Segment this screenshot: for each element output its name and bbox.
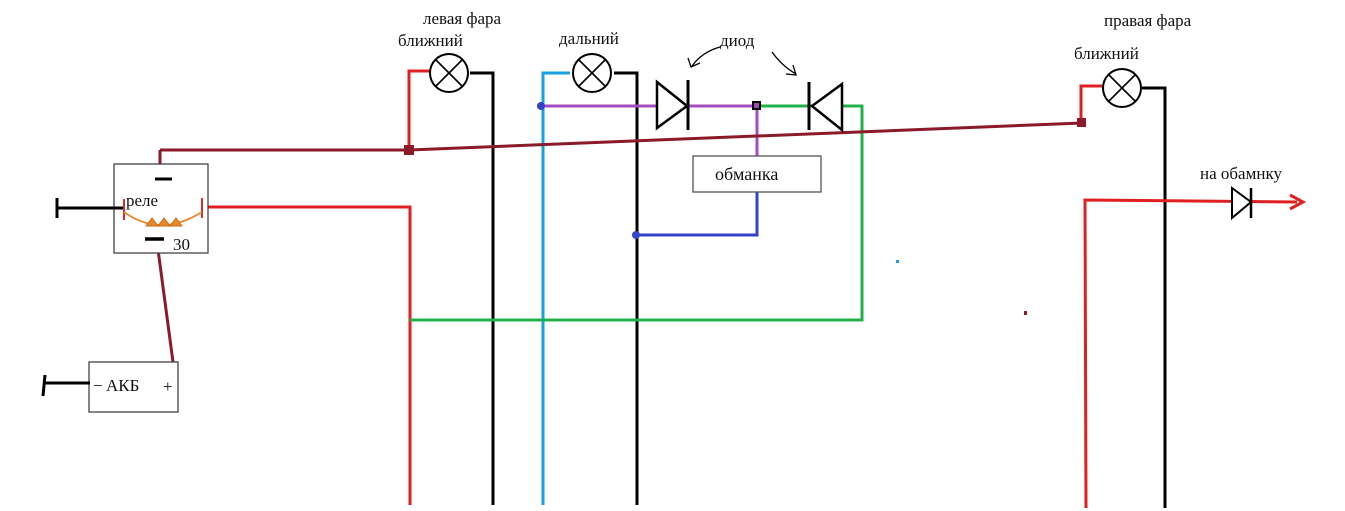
wire-decoy-to-high-beam (636, 192, 759, 237)
wire-relay-output (202, 205, 412, 505)
wire-left-low-beam-ground (470, 71, 495, 505)
label-battery-minus: − (93, 376, 103, 395)
wire-relay-to-battery (155, 241, 175, 363)
wire-left-high-beam-feed (541, 71, 570, 505)
label-decoy-box: обманка (715, 164, 778, 184)
decoy-box (692, 155, 822, 193)
label-right-low-beam: ближний (1074, 44, 1139, 63)
wire-diode-bridge (541, 104, 759, 156)
wire-to-decoy (1083, 198, 1298, 509)
label-battery: АКБ (106, 376, 139, 395)
junction-node (404, 145, 414, 155)
label-relay: реле (126, 191, 158, 210)
wire-left-high-beam-ground (614, 71, 639, 505)
diode-right (807, 81, 844, 133)
diode-pointer-right-icon (771, 51, 797, 75)
diode-pointer-left-icon (691, 46, 721, 67)
battery (41, 361, 179, 413)
label-diode: диод (720, 31, 755, 50)
label-to-decoy: на обамнку (1200, 164, 1282, 183)
arrow-head-icon (785, 64, 797, 76)
label-left-low-beam: ближний (398, 31, 463, 50)
lamp-left-high-beam (572, 53, 612, 93)
arrow-to-decoy (1289, 193, 1307, 211)
label-left-headlight: левая фара (423, 9, 502, 28)
label-relay-pin-30: 30 (173, 235, 190, 254)
lamp-right-low-beam (1102, 68, 1142, 108)
junction-node (632, 231, 640, 239)
relay-coil-icon (145, 217, 183, 227)
wire-right-low-beam-ground (1142, 86, 1167, 508)
diode-left (655, 79, 690, 131)
junction-node (754, 103, 759, 108)
wire-left-low-beam-feed (407, 69, 430, 150)
lamp-left-low-beam (429, 53, 469, 93)
stray-dot (896, 260, 899, 263)
junction-node (537, 102, 545, 110)
stray-dot (1024, 311, 1027, 315)
junction-node (1077, 118, 1086, 127)
diode-to-decoy (1231, 186, 1253, 221)
wire-right-low-beam-feed (1079, 84, 1102, 122)
relay (55, 163, 209, 254)
wire-low-beam-bus (160, 121, 1083, 152)
label-right-headlight: правая фара (1104, 11, 1192, 30)
label-left-high-beam: дальний (559, 29, 619, 48)
label-battery-plus: + (163, 377, 173, 396)
arrow-head-icon (687, 57, 701, 68)
